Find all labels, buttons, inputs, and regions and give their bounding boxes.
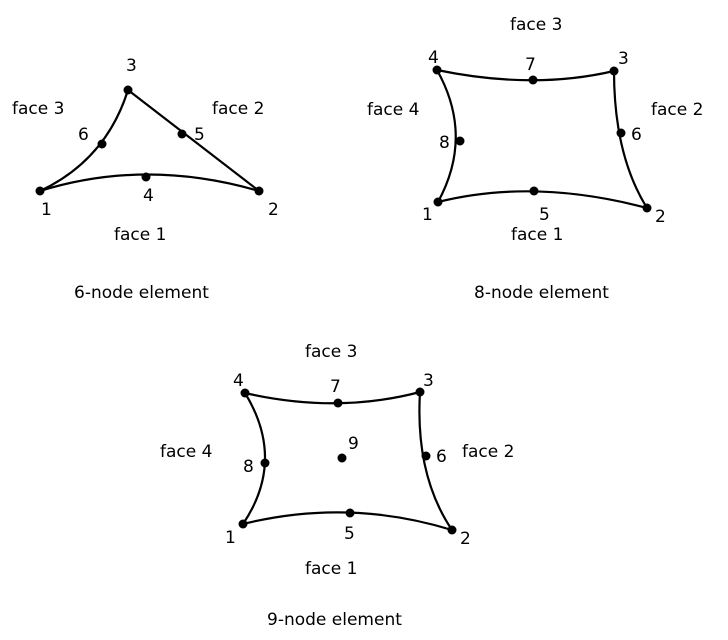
six-node-node-6 xyxy=(97,139,107,149)
nine-node-face-2-edge xyxy=(418,391,453,531)
nine-node-node-2 xyxy=(447,525,457,535)
nine-node-label-7: 7 xyxy=(330,377,341,397)
nine-node-caption: 9-node element xyxy=(267,610,402,630)
eight-node-label-5: 5 xyxy=(539,205,550,225)
eight-node-node-5 xyxy=(529,186,539,196)
nine-node-face-1-label: face 1 xyxy=(305,559,357,579)
eight-node-label-7: 7 xyxy=(525,55,536,75)
six-node-face-3-label: face 3 xyxy=(12,99,64,119)
nine-node-node-3 xyxy=(415,387,425,397)
nine-node-label-1: 1 xyxy=(225,528,236,548)
six-node-node-2 xyxy=(254,186,264,196)
nine-node-face-3-label: face 3 xyxy=(305,342,357,362)
nine-node-label-6: 6 xyxy=(436,447,447,467)
nine-node-node-9 xyxy=(337,453,347,463)
nine-node-node-1 xyxy=(238,519,248,529)
nine-node-node-7 xyxy=(333,398,343,408)
eight-node-node-2 xyxy=(642,203,652,213)
nine-node-label-2: 2 xyxy=(460,529,471,549)
six-node-label-6: 6 xyxy=(78,125,89,145)
six-node-label-2: 2 xyxy=(268,200,279,220)
nine-node-node-6 xyxy=(421,451,431,461)
eight-node-face-2-label: face 2 xyxy=(651,100,703,120)
six-node-face-2-edge xyxy=(127,89,260,192)
six-node-node-1 xyxy=(35,186,45,196)
six-node-face-1-label: face 1 xyxy=(114,225,166,245)
eight-node-node-3 xyxy=(609,66,619,76)
nine-node-node-8 xyxy=(260,458,270,468)
eight-node-face-2-edge xyxy=(612,70,648,209)
six-node-node-5 xyxy=(177,129,187,139)
six-node-label-4: 4 xyxy=(143,186,154,206)
nine-node-label-4: 4 xyxy=(233,371,244,391)
eight-node-node-8 xyxy=(455,136,465,146)
eight-node-label-1: 1 xyxy=(422,205,433,225)
eight-node-node-4 xyxy=(432,65,442,75)
six-node-face-3-edge xyxy=(39,89,130,192)
six-node-element: 1 2 3 4 5 6 face 1 face 2 face 3 6-node … xyxy=(12,56,279,303)
eight-node-label-2: 2 xyxy=(655,207,666,227)
eight-node-label-8: 8 xyxy=(439,133,450,153)
six-node-label-1: 1 xyxy=(41,200,52,220)
eight-node-face-4-edge xyxy=(436,69,457,203)
eight-node-element: 1 2 3 4 5 6 7 8 face 1 face 2 face 3 fac… xyxy=(367,15,703,303)
nine-node-label-3: 3 xyxy=(423,371,434,391)
eight-node-caption: 8-node element xyxy=(474,283,609,303)
nine-node-face-4-label: face 4 xyxy=(160,442,212,462)
eight-node-label-4: 4 xyxy=(428,48,439,68)
eight-node-face-4-label: face 4 xyxy=(367,100,419,120)
six-node-face-2-label: face 2 xyxy=(212,99,264,119)
eight-node-node-1 xyxy=(433,197,443,207)
eight-node-face-1-label: face 1 xyxy=(511,225,563,245)
nine-node-label-9: 9 xyxy=(348,434,359,454)
nine-node-element: 1 2 3 4 5 6 7 8 9 face 1 face 2 face 3 f… xyxy=(160,342,514,630)
six-node-node-4 xyxy=(141,172,151,182)
eight-node-label-6: 6 xyxy=(631,125,642,145)
eight-node-face-3-label: face 3 xyxy=(510,15,562,35)
six-node-node-3 xyxy=(123,85,133,95)
nine-node-label-8: 8 xyxy=(243,457,254,477)
eight-node-node-6 xyxy=(616,128,626,138)
nine-node-face-2-label: face 2 xyxy=(462,442,514,462)
six-node-caption: 6-node element xyxy=(74,283,209,303)
nine-node-node-5 xyxy=(345,508,355,518)
nine-node-label-5: 5 xyxy=(344,524,355,544)
eight-node-label-3: 3 xyxy=(618,49,629,69)
eight-node-node-7 xyxy=(528,75,538,85)
six-node-label-3: 3 xyxy=(126,56,137,76)
six-node-label-5: 5 xyxy=(194,125,205,145)
nine-node-node-4 xyxy=(240,388,250,398)
